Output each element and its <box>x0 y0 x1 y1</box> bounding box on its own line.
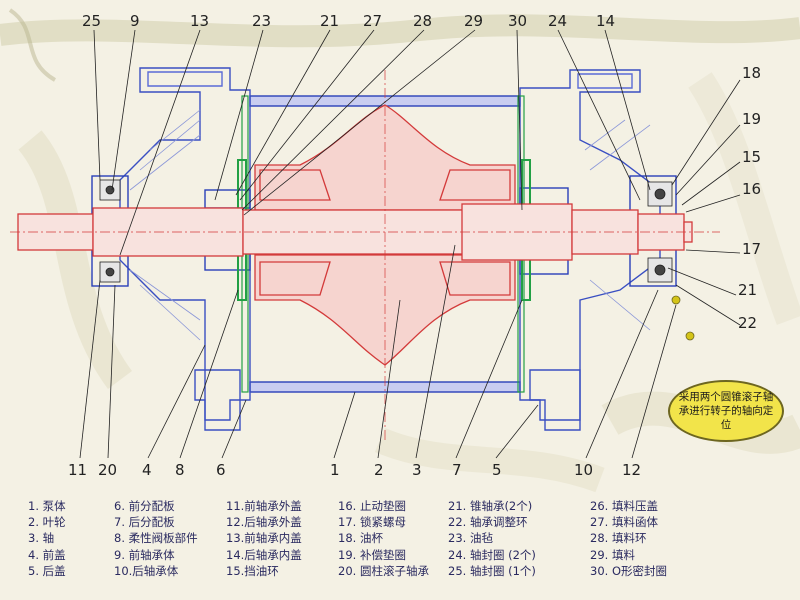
callout-11: 11 <box>68 461 87 479</box>
legend-item: 17. 锁紧螺母 <box>338 515 406 530</box>
callout-4: 4 <box>142 461 152 479</box>
legend-item: 1. 泵体 <box>28 499 66 513</box>
callout-25: 25 <box>82 12 101 30</box>
legend-item: 23. 油毡 <box>448 531 493 546</box>
callout-15: 15 <box>742 148 761 166</box>
callout-21-right: 21 <box>738 281 757 299</box>
legend-item: 10.后轴承体 <box>114 563 179 578</box>
legend-column-5: 21. 锥轴承(2个) 22. 轴承调整环 23. 油毡 24. 轴封圈 (2个… <box>448 498 536 579</box>
callout-6: 6 <box>216 461 226 479</box>
callout-12: 12 <box>622 461 641 479</box>
bearings <box>99 179 695 341</box>
callout-29: 29 <box>464 12 483 30</box>
legend-item: 24. 轴封圈 (2个) <box>448 547 536 562</box>
legend-item: 12.后轴承外盖 <box>226 515 302 530</box>
callout-16: 16 <box>742 180 761 198</box>
callout-10: 10 <box>574 461 593 479</box>
callout-18: 18 <box>742 64 761 82</box>
legend-item: 29. 填料 <box>590 547 635 562</box>
legend-column-2: 6. 前分配板 7. 后分配板 8. 柔性阀板部件 9. 前轴承体 10.后轴承… <box>114 498 198 579</box>
legend-item: 8. 柔性阀板部件 <box>114 531 198 546</box>
callout-30: 30 <box>508 12 527 30</box>
legend-item: 19. 补偿垫圈 <box>338 547 406 562</box>
legend-item: 2. 叶轮 <box>28 515 66 530</box>
legend-item: 11.前轴承外盖 <box>226 499 302 513</box>
note-text: 采用两个圆锥滚子轴承进行转子的轴向定位 <box>678 391 774 431</box>
legend-item: 20. 圆柱滚子轴承 <box>338 563 429 578</box>
legend-item: 21. 锥轴承(2个) <box>448 499 533 513</box>
legend-item: 18. 油杯 <box>338 531 383 546</box>
callout-8: 8 <box>175 461 185 479</box>
callout-17: 17 <box>742 240 761 258</box>
callout-5: 5 <box>492 461 502 479</box>
callout-14: 14 <box>596 12 615 30</box>
callouts-right: 18 19 15 16 17 21 22 <box>738 64 761 332</box>
pump-section-drawing: 25 9 13 23 21 27 28 29 30 24 14 18 19 15… <box>10 12 761 479</box>
callout-24: 24 <box>548 12 567 30</box>
legend-item: 6. 前分配板 <box>114 499 175 513</box>
legend-item: 27. 填料函体 <box>590 515 658 530</box>
callouts-top: 25 9 13 23 21 27 28 29 30 24 14 <box>82 12 615 30</box>
legend-item: 22. 轴承调整环 <box>448 515 528 530</box>
callout-1: 1 <box>330 461 340 479</box>
legend-item: 5. 后盖 <box>28 563 66 578</box>
legend-item: 15.挡油环 <box>226 563 279 578</box>
callout-9: 9 <box>130 12 140 30</box>
callout-27: 27 <box>363 12 382 30</box>
centerlines <box>10 70 720 440</box>
legend-item: 9. 前轴承体 <box>114 547 175 562</box>
legend-item: 16. 止动垫圈 <box>338 499 406 513</box>
callout-7: 7 <box>452 461 462 479</box>
legend-item: 30. O形密封圈 <box>590 563 667 578</box>
callouts-bottom: 11 20 4 8 6 1 2 3 7 5 10 12 <box>68 461 641 479</box>
parts-legend: 1. 泵体 2. 叶轮 3. 轴 4. 前盖 5. 后盖 6. 前分配板 7. … <box>28 498 788 598</box>
callout-19: 19 <box>742 110 761 128</box>
legend-column-1: 1. 泵体 2. 叶轮 3. 轴 4. 前盖 5. 后盖 <box>28 498 66 579</box>
front-cover-outline <box>119 67 251 421</box>
legend-item: 3. 轴 <box>28 531 55 546</box>
callout-22: 22 <box>738 314 757 332</box>
callout-13: 13 <box>190 12 209 30</box>
legend-item: 25. 轴封圈 (1个) <box>448 563 536 578</box>
callout-21: 21 <box>320 12 339 30</box>
callout-20: 20 <box>98 461 117 479</box>
legend-item: 13.前轴承内盖 <box>226 531 302 546</box>
legend-item: 28. 填料环 <box>590 531 647 546</box>
legend-column-3: 11.前轴承外盖 12.后轴承外盖 13.前轴承内盖 14.后轴承内盖 15.挡… <box>226 498 302 579</box>
note-bubble: 采用两个圆锥滚子轴承进行转子的轴向定位 <box>668 380 784 442</box>
legend-item: 7. 后分配板 <box>114 515 175 530</box>
leader-lines <box>79 29 741 459</box>
legend-column-6: 26. 填料压盖 27. 填料函体 28. 填料环 29. 填料 30. O形密… <box>590 498 667 579</box>
callout-28: 28 <box>413 12 432 30</box>
callout-3: 3 <box>412 461 422 479</box>
legend-item: 14.后轴承内盖 <box>226 547 302 562</box>
legend-item: 26. 填料压盖 <box>590 499 658 513</box>
legend-item: 4. 前盖 <box>28 547 66 562</box>
callout-23: 23 <box>252 12 271 30</box>
legend-column-4: 16. 止动垫圈 17. 锁紧螺母 18. 油杯 19. 补偿垫圈 20. 圆柱… <box>338 498 429 579</box>
callout-2: 2 <box>374 461 384 479</box>
